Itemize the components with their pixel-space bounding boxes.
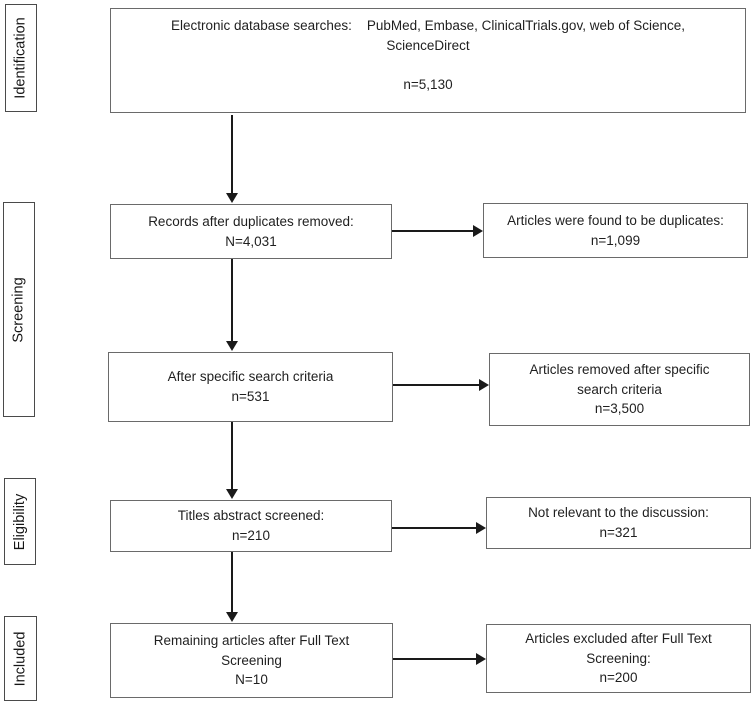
box-database-searches: Electronic database searches: PubMed, Em…: [110, 8, 746, 113]
arrow-head-down-icon: [226, 612, 238, 622]
arrow-head-right-icon: [473, 225, 483, 237]
box-duplicates-found: Articles were found to be duplicates: n=…: [483, 203, 748, 258]
box-not-relevant-text: Not relevant to the discussion: n=321: [528, 505, 709, 540]
stage-label-screening: Screening: [3, 202, 35, 417]
stage-label-eligibility: Eligibility: [4, 478, 36, 565]
arrow-shaft: [393, 657, 477, 661]
arrow-down-titles-to-remaining: [226, 552, 238, 622]
box-excluded-after-fulltext: Articles excluded after Full Text Screen…: [486, 624, 751, 693]
arrow-down-sources-to-duplicates-removed: [226, 115, 238, 203]
box-titles-abstract-screened-text: Titles abstract screened: n=210: [177, 508, 325, 543]
arrow-right-to-duplicates-found: [392, 225, 483, 237]
arrow-head-right-icon: [476, 522, 486, 534]
arrow-down-criteria-to-titles: [226, 422, 238, 499]
stage-label-included: Included: [4, 616, 37, 701]
arrow-shaft: [230, 115, 234, 194]
box-database-searches-text: Electronic database searches: PubMed, Em…: [171, 18, 685, 92]
box-remaining-after-fulltext-text: Remaining articles after Full Text Scree…: [153, 633, 350, 688]
arrow-shaft: [230, 552, 234, 613]
arrow-head-right-icon: [476, 653, 486, 665]
arrow-right-to-not-relevant: [392, 522, 486, 534]
arrow-shaft: [392, 229, 474, 233]
arrow-right-to-excluded-fulltext: [393, 653, 486, 665]
box-after-search-criteria-text: After specific search criteria n=531: [167, 369, 334, 404]
box-not-relevant: Not relevant to the discussion: n=321: [486, 497, 751, 549]
arrow-head-down-icon: [226, 193, 238, 203]
box-records-after-duplicates-removed-text: Records after duplicates removed: N=4,03…: [148, 213, 354, 249]
box-excluded-after-fulltext-text: Articles excluded after Full Text Screen…: [525, 631, 712, 686]
arrow-down-duplicates-to-criteria: [226, 259, 238, 351]
box-removed-after-search-criteria-text: Articles removed after specific search c…: [529, 362, 710, 417]
stage-label-identification-text: Identification: [13, 17, 30, 99]
arrow-shaft: [230, 422, 234, 490]
box-remaining-after-fulltext: Remaining articles after Full Text Scree…: [110, 623, 393, 698]
arrow-shaft: [393, 383, 480, 387]
arrow-head-down-icon: [226, 489, 238, 499]
box-records-after-duplicates-removed: Records after duplicates removed: N=4,03…: [110, 204, 392, 259]
arrow-right-to-removed-after-criteria: [393, 379, 489, 391]
arrow-shaft: [230, 259, 234, 342]
box-after-search-criteria: After specific search criteria n=531: [108, 352, 393, 422]
box-duplicates-found-text: Articles were found to be duplicates: n=…: [507, 212, 724, 248]
box-titles-abstract-screened: Titles abstract screened: n=210: [110, 500, 392, 552]
stage-label-eligibility-text: Eligibility: [12, 493, 29, 550]
stage-label-screening-text: Screening: [11, 276, 28, 343]
stage-label-identification: Identification: [5, 4, 37, 112]
arrow-shaft: [392, 526, 477, 530]
arrow-head-right-icon: [479, 379, 489, 391]
arrow-head-down-icon: [226, 341, 238, 351]
stage-label-included-text: Included: [12, 631, 29, 686]
box-removed-after-search-criteria: Articles removed after specific search c…: [489, 353, 750, 426]
